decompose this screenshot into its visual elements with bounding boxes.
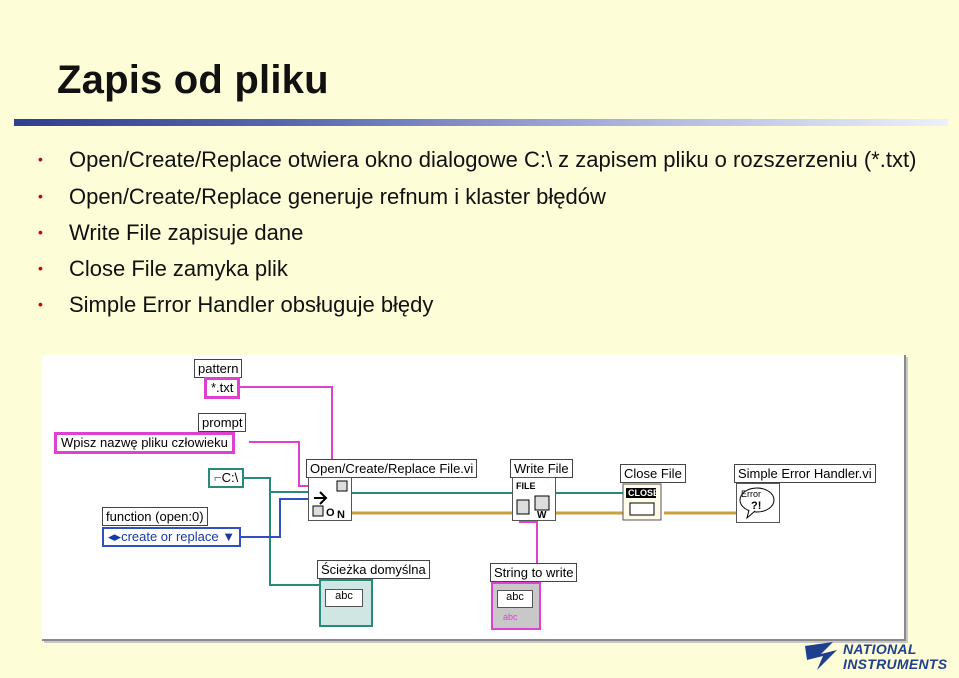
svg-text:W: W <box>537 510 547 520</box>
bullet-text: Open/Create/Replace generuje refnum i kl… <box>69 184 606 209</box>
bullet-dot-icon: • <box>38 296 43 312</box>
block-diagram: pattern *.txt prompt Wpisz nazwę pliku c… <box>42 355 906 641</box>
prompt-constant[interactable]: Wpisz nazwę pliku człowieku <box>54 432 235 454</box>
bullet-text: Write File zapisuje dane <box>69 220 304 245</box>
string-to-write-control[interactable]: abc abc <box>491 582 541 630</box>
svg-text:O: O <box>326 507 335 519</box>
prompt-label: prompt <box>198 413 247 432</box>
default-path-label: Ścieżka domyślna <box>317 560 430 579</box>
bullet-item: • Simple Error Handler obsługuje błędy <box>38 291 938 318</box>
close-file-icon <box>622 483 662 521</box>
simple-error-handler-label: Simple Error Handler.vi <box>734 464 876 483</box>
logo-text: NATIONAL INSTRUMENTS <box>843 642 947 672</box>
open-file-icon: O N <box>310 479 350 521</box>
function-enum[interactable]: ◂▸create or replace ▼ <box>102 527 242 547</box>
logo-line-2: INSTRUMENTS <box>843 656 948 672</box>
logo-line-1: NATIONAL <box>843 641 917 657</box>
bullet-item: • Open/Create/Replace generuje refnum i k… <box>38 183 938 210</box>
path-icon: ⌐ <box>214 470 222 485</box>
close-file-icon-text: CLOSE <box>628 488 660 498</box>
slide-title: Zapis od pliku <box>57 58 329 102</box>
simple-error-handler-node[interactable]: Error ?! <box>736 483 780 523</box>
bullet-dot-icon: • <box>38 224 43 240</box>
path-constant-value: C:\ <box>221 470 239 485</box>
bullet-dot-icon: • <box>38 260 43 276</box>
write-file-label: Write File <box>510 459 573 478</box>
close-file-label: Close File <box>620 464 686 483</box>
enum-increment-icon: ◂▸ <box>108 529 122 544</box>
bullet-item: • Write File zapisuje dane <box>38 219 938 246</box>
path-constant[interactable]: ⌐C:\ <box>208 468 245 488</box>
bullet-list: • Open/Create/Replace otwiera okno dialog… <box>38 146 938 318</box>
open-vi-label: Open/Create/Replace File.vi <box>306 459 478 478</box>
write-file-icon-text: FILE <box>516 481 536 491</box>
bullet-item: • Open/Create/Replace otwiera okno dialog… <box>38 146 938 173</box>
eagle-logo-icon <box>805 642 837 670</box>
error-icon-text: Error <box>741 489 761 499</box>
title-divider <box>14 119 948 126</box>
dropdown-arrow-icon: ▼ <box>222 529 236 544</box>
string-to-write-label: String to write <box>490 563 578 582</box>
default-path-display: abc <box>325 589 363 607</box>
default-path-indicator[interactable]: abc <box>319 579 373 627</box>
national-instruments-logo: NATIONAL INSTRUMENTS <box>803 640 953 674</box>
bullet-dot-icon: • <box>38 188 43 204</box>
bullet-text: Simple Error Handler obsługuje błędy <box>69 292 434 317</box>
open-create-replace-file-node[interactable]: O N <box>308 477 352 521</box>
write-file-node[interactable]: W FILE <box>512 477 556 521</box>
function-label: function (open:0) <box>102 507 208 526</box>
bullet-text: Close File zamyka plik <box>69 256 288 281</box>
svg-text:N: N <box>337 509 345 520</box>
error-icon-symbol: ?! <box>751 500 762 512</box>
string-to-write-display: abc <box>497 590 533 608</box>
function-enum-value: create or replace <box>121 529 219 544</box>
write-file-icon: W <box>514 479 554 521</box>
bullet-text: Open/Create/Replace otwiera okno dialogo… <box>69 147 917 172</box>
pattern-label: pattern <box>194 359 243 378</box>
bullet-dot-icon: • <box>38 151 43 167</box>
close-file-node[interactable]: CLOSE <box>622 483 662 521</box>
string-type-tag: abc <box>503 612 518 622</box>
pattern-constant[interactable]: *.txt <box>204 377 241 399</box>
bullet-item: • Close File zamyka plik <box>38 255 938 282</box>
error-bubble-icon <box>739 487 775 520</box>
